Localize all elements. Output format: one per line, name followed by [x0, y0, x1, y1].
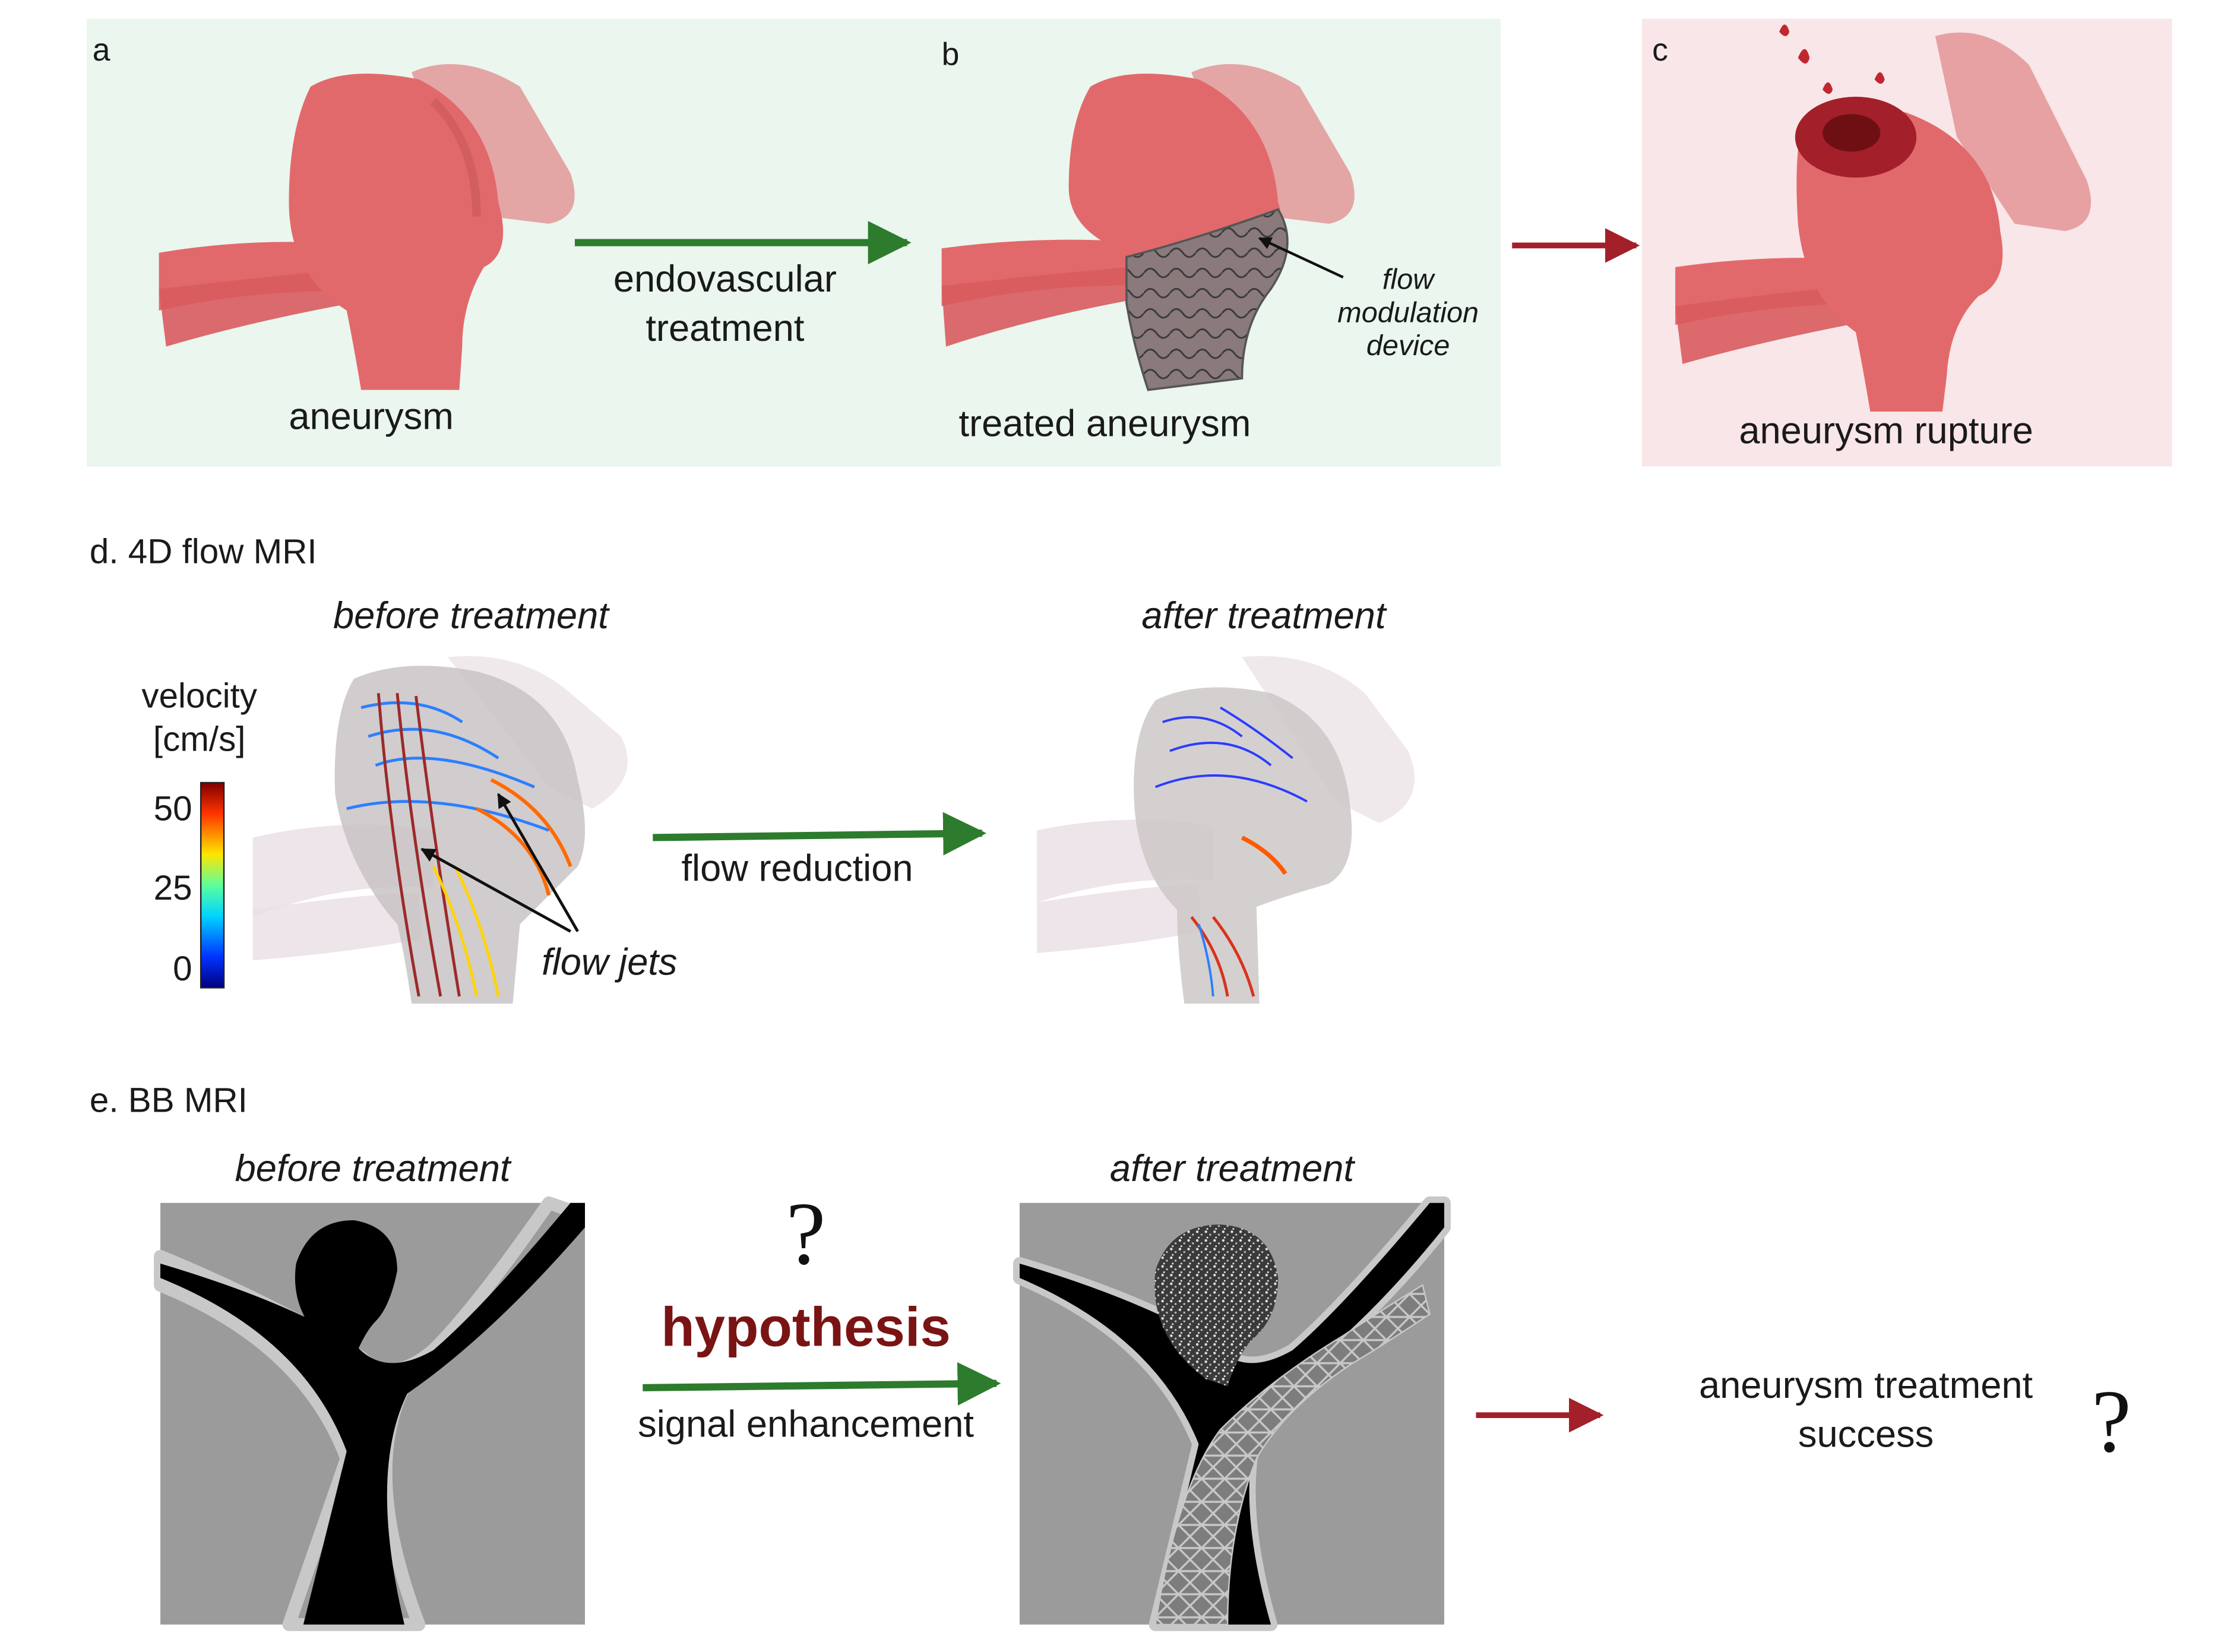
jet-arrow-1 [420, 847, 571, 933]
signal-enhancement-label: signal enhancement [638, 1404, 974, 1445]
flow-jets-label: flow jets [542, 941, 677, 983]
e-after-label: after treatment [1110, 1148, 1356, 1189]
colorbar-title-line2: [cm/s] [153, 720, 246, 759]
device-pointer-arrow [1258, 237, 1344, 279]
colorbar-tick-0: 0 [173, 950, 192, 988]
section-e-title: e. BB MRI [90, 1081, 248, 1120]
device-label-line1: flow [1382, 263, 1435, 295]
colorbar-tick-50: 50 [154, 789, 192, 828]
colorbar-title-line1: velocity [141, 677, 257, 716]
rupture-illustration [1675, 24, 2092, 412]
aneurysm-illustration [159, 64, 575, 390]
d-after-label: after treatment [1141, 595, 1387, 637]
signal-enhancement-arrow [643, 1362, 1001, 1406]
d-before-label: before treatment [333, 595, 610, 637]
panel-a-letter: a [93, 33, 110, 68]
flow-render-after [1037, 656, 1415, 1004]
flow-reduction-label: flow reduction [681, 847, 913, 889]
outcome-question: ? [2092, 1372, 2131, 1471]
outcome-line2: success [1798, 1414, 1934, 1455]
hypothesis-question: ? [786, 1184, 826, 1283]
bb-mri-before [154, 1196, 586, 1631]
bb-mri-after [1013, 1196, 1451, 1631]
flow-reduction-arrow [653, 812, 987, 856]
jet-arrow-2 [496, 793, 579, 932]
hypothesis-label: hypothesis [661, 1296, 951, 1357]
panel-c-letter: c [1652, 33, 1668, 68]
colorbar-tick-25: 25 [154, 869, 192, 907]
device-label-line3: device [1366, 330, 1450, 362]
e-before-label: before treatment [235, 1148, 512, 1189]
treated-aneurysm-illustration [941, 64, 1355, 391]
panel-c-caption: aneurysm rupture [1739, 410, 2033, 452]
section-d-title: d. 4D flow MRI [90, 532, 317, 571]
velocity-colorbar [200, 781, 225, 989]
outcome-line1: aneurysm treatment [1699, 1365, 2033, 1406]
arrow-ab-line1: endovascular [613, 258, 837, 300]
panel-a-caption: aneurysm [289, 395, 454, 437]
panel-b-letter: b [942, 37, 960, 72]
panel-b-caption: treated aneurysm [958, 403, 1251, 444]
flow-render-before [252, 656, 628, 1004]
device-label-line2: modulation [1337, 296, 1479, 328]
arrow-ab-line2: treatment [646, 308, 804, 349]
flow-modulation-device [1125, 208, 1289, 391]
